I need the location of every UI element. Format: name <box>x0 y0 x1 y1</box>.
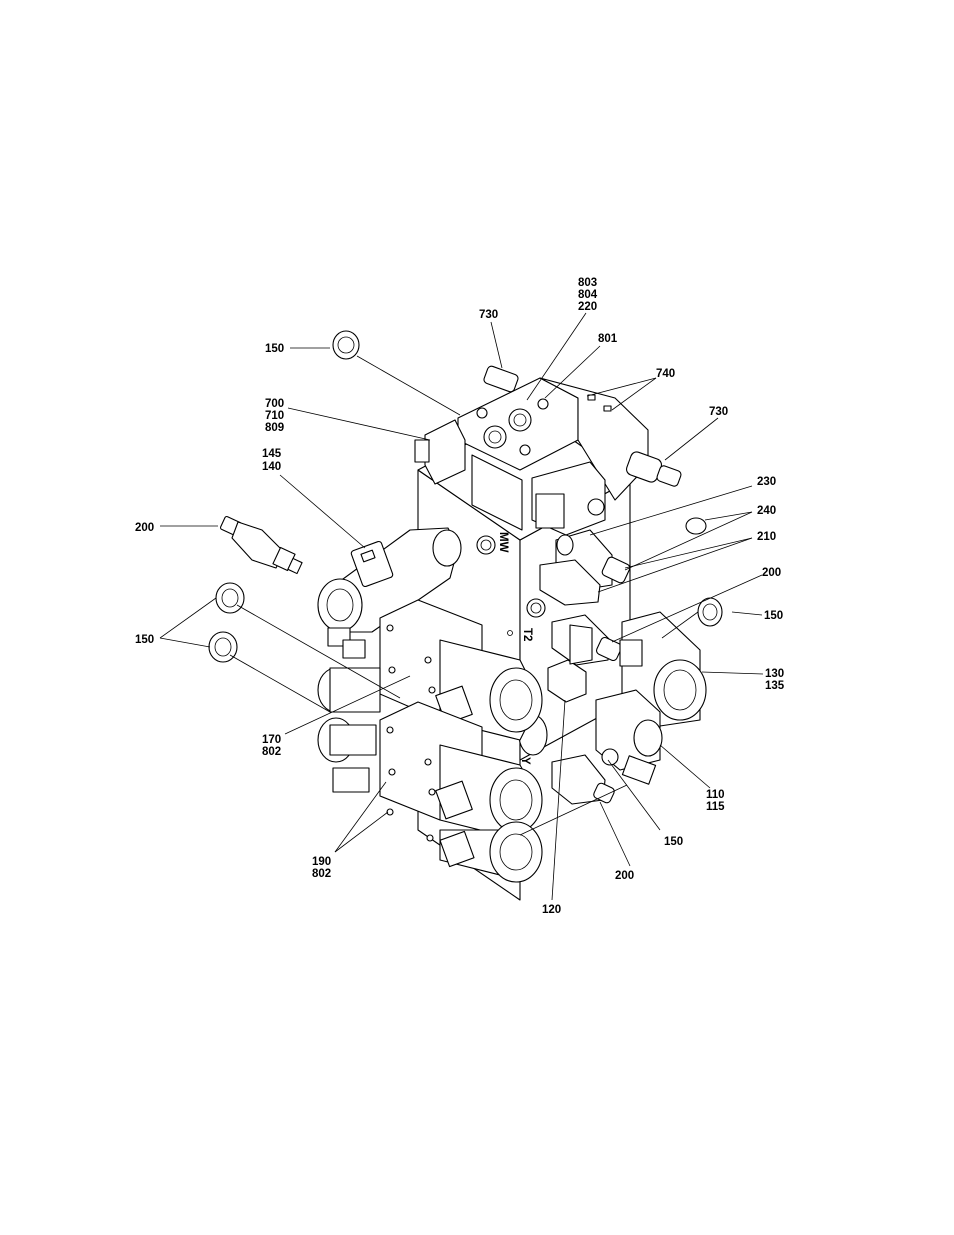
callout-200-left: 200 <box>135 522 154 534</box>
callout-740: 740 <box>656 368 675 380</box>
callout-730-top: 730 <box>479 309 498 321</box>
callout-150-top: 150 <box>265 343 284 355</box>
callout-200-right: 200 <box>762 567 781 579</box>
port-marking-mw: MW <box>497 532 509 553</box>
callout-210: 210 <box>757 531 776 543</box>
port-marking-y: Y <box>519 757 531 765</box>
callout-150-left: 150 <box>135 634 154 646</box>
callout-801: 801 <box>598 333 618 345</box>
port-marking-t2: T2 <box>521 628 533 641</box>
right-side-cartridges <box>540 518 722 804</box>
callout-200-bottom: 200 <box>615 870 634 882</box>
callout-730-right: 730 <box>709 406 728 418</box>
callout-230: 230 <box>757 476 776 488</box>
callout-150-bottom: 150 <box>664 836 683 848</box>
callout-120: 120 <box>542 904 561 916</box>
callout-150-right: 150 <box>764 610 783 622</box>
callout-240: 240 <box>757 505 776 517</box>
relief-valve-left <box>220 516 302 574</box>
